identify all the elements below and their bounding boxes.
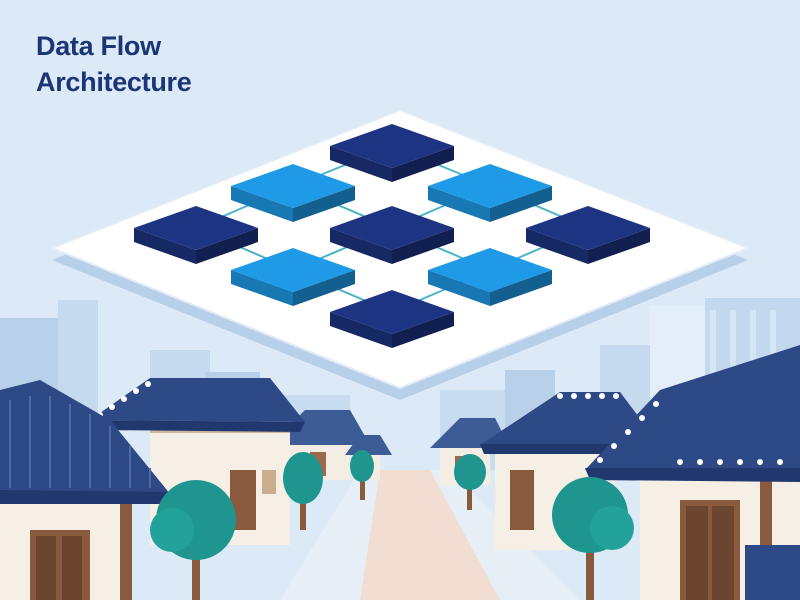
data-block-icon [526, 206, 650, 264]
tree-icon [454, 454, 486, 510]
data-block-icon [134, 206, 258, 264]
title-line-1: Data Flow [36, 31, 161, 61]
tree-icon [283, 452, 323, 530]
tree-icon [150, 480, 236, 600]
sidewalk-left [280, 470, 380, 600]
hanok-house-right-front [585, 345, 800, 600]
title-line-2: Architecture [36, 67, 192, 97]
data-block-icon [330, 124, 454, 182]
tree-icon [552, 477, 634, 600]
data-block-icon [428, 164, 552, 222]
data-block-icon [330, 206, 454, 264]
data-block-icon [231, 248, 355, 306]
data-block-icon [330, 290, 454, 348]
page-title: Data Flow Architecture [36, 28, 192, 100]
hanok-house-left-front [0, 380, 178, 600]
data-blocks [134, 124, 650, 348]
tree-icon [350, 450, 374, 500]
data-block-icon [428, 248, 552, 306]
data-block-icon [231, 164, 355, 222]
road [360, 470, 500, 600]
